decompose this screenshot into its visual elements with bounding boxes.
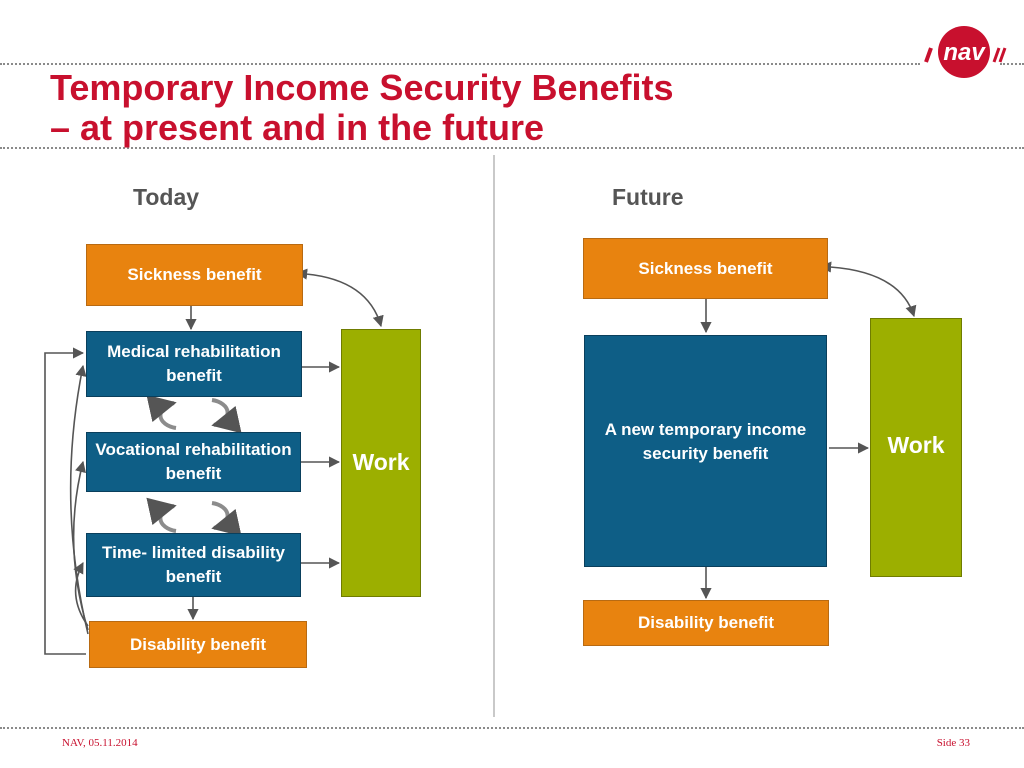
future-disability-benefit: Disability benefit bbox=[583, 600, 829, 646]
logo-text: nav bbox=[943, 39, 986, 66]
future-heading: Future bbox=[612, 184, 684, 210]
header-top-rule bbox=[0, 63, 920, 65]
today-heading: Today bbox=[133, 184, 200, 210]
future-new-temporary-benefit: A new temporary income security benefit bbox=[584, 335, 827, 567]
title-line-2: – at present and in the future bbox=[50, 107, 545, 148]
future-sickness-benefit: Sickness benefit bbox=[583, 238, 828, 299]
footer-rule bbox=[0, 727, 1024, 729]
title-line-1: Temporary Income Security Benefits bbox=[50, 67, 674, 108]
page-title: Temporary Income Security Benefits – at … bbox=[50, 68, 910, 148]
nav-logo: nav bbox=[924, 26, 1007, 78]
arrow-sickness-work bbox=[295, 268, 384, 328]
header-top-rule-right bbox=[1000, 63, 1024, 65]
column-divider bbox=[493, 155, 495, 717]
today-time-limited-disability: Time- limited disability benefit bbox=[86, 533, 301, 597]
cycle-icon-upper bbox=[146, 394, 242, 434]
loop-inner-3 bbox=[73, 562, 89, 627]
cycle-icon-lower bbox=[146, 497, 242, 537]
today-disability-benefit: Disability benefit bbox=[89, 621, 307, 668]
header-bottom-rule bbox=[0, 147, 1024, 149]
loop-outer bbox=[44, 347, 86, 655]
arrow-future-sickness-work bbox=[819, 261, 917, 318]
footer-page-number: Side 33 bbox=[936, 737, 970, 749]
today-work: Work bbox=[341, 329, 421, 597]
loop-inner-2 bbox=[72, 460, 89, 631]
future-work: Work bbox=[870, 318, 962, 577]
today-sickness-benefit: Sickness benefit bbox=[86, 244, 303, 306]
today-medical-rehabilitation: Medical rehabilitation benefit bbox=[86, 331, 302, 397]
footer-date: NAV, 05.11.2014 bbox=[62, 737, 138, 749]
today-vocational-rehabilitation: Vocational rehabilitation benefit bbox=[86, 432, 301, 492]
